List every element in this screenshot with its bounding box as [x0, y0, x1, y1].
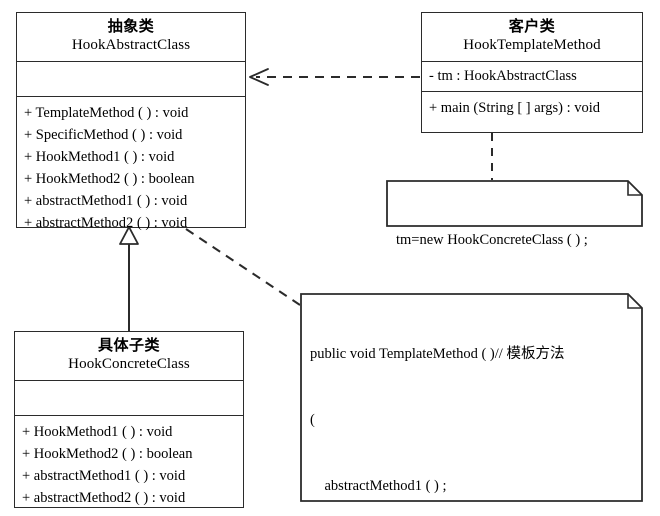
class-header-concrete: 具体子类 HookConcreteClass: [15, 332, 243, 381]
class-stereotype-client: 客户类: [508, 19, 556, 35]
class-box-hooktemplatemethod[interactable]: 客户类 HookTemplateMethod - tm : HookAbstra…: [421, 12, 643, 133]
operation-item: + abstractMethod2 ( ) : void: [22, 489, 186, 506]
class-attributes-abstract: [17, 62, 245, 97]
class-attributes-concrete: [15, 381, 243, 416]
operation-item: + abstractMethod1 ( ) : void: [22, 467, 186, 484]
note-line: tm=new HookConcreteClass ( ) ;: [396, 231, 588, 248]
class-name-concrete: HookConcreteClass: [68, 356, 190, 373]
class-header-client: 客户类 HookTemplateMethod: [422, 13, 642, 62]
class-name-abstract: HookAbstractClass: [71, 37, 191, 54]
operation-item: + abstractMethod2 ( ) : void: [24, 214, 188, 231]
class-header-abstract: 抽象类 HookAbstractClass: [17, 13, 245, 62]
class-operations-client: + main (String [ ] args) : void: [422, 92, 642, 132]
note-shape-icon: [300, 293, 643, 502]
note-template-method-code[interactable]: public void TemplateMethod ( )// 模板方法 ( …: [300, 293, 643, 502]
operation-item: + HookMethod2 ( ) : boolean: [24, 170, 195, 187]
class-operations-concrete: + HookMethod1 ( ) : void + HookMethod2 (…: [15, 416, 243, 513]
class-name-client: HookTemplateMethod: [463, 37, 601, 54]
generalization-edge-concrete-to-abstract: [119, 226, 139, 331]
note-shape-icon: [386, 180, 643, 227]
note-code-text: public void TemplateMethod ( )// 模板方法 ( …: [300, 293, 643, 516]
class-stereotype-concrete: 具体子类: [97, 338, 160, 354]
note-anchor-abstract-to-code-note: [185, 228, 301, 306]
operation-item: + abstractMethod1 ( ) : void: [24, 192, 188, 209]
code-line: (: [310, 412, 315, 429]
class-box-hookconcreteclass[interactable]: 具体子类 HookConcreteClass + HookMethod1 ( )…: [14, 331, 244, 508]
note-client-instantiation[interactable]: tm=new HookConcreteClass ( ) ; tm.Templa…: [386, 180, 643, 313]
operation-item: + HookMethod1 ( ) : void: [24, 148, 175, 165]
class-stereotype-abstract: 抽象类: [107, 19, 155, 35]
class-box-hookabstractclass[interactable]: 抽象类 HookAbstractClass + TemplateMethod (…: [16, 12, 246, 231]
operation-item: + HookMethod2 ( ) : boolean: [22, 445, 193, 462]
operation-item: + TemplateMethod ( ) : void: [24, 104, 189, 121]
operation-item: + main (String [ ] args) : void: [429, 100, 601, 117]
code-line: abstractMethod1 ( ) ;: [310, 478, 447, 495]
dependency-edge-client-to-abstract: [249, 68, 420, 86]
class-operations-abstract: + TemplateMethod ( ) : void + SpecificMe…: [17, 97, 245, 238]
operation-item: + SpecificMethod ( ) : void: [24, 126, 183, 143]
class-attributes-client: - tm : HookAbstractClass: [422, 62, 642, 93]
operation-item: + HookMethod1 ( ) : void: [22, 423, 173, 440]
code-line: public void TemplateMethod ( )// 模板方法: [310, 346, 565, 363]
attribute-item: - tm : HookAbstractClass: [429, 67, 577, 84]
